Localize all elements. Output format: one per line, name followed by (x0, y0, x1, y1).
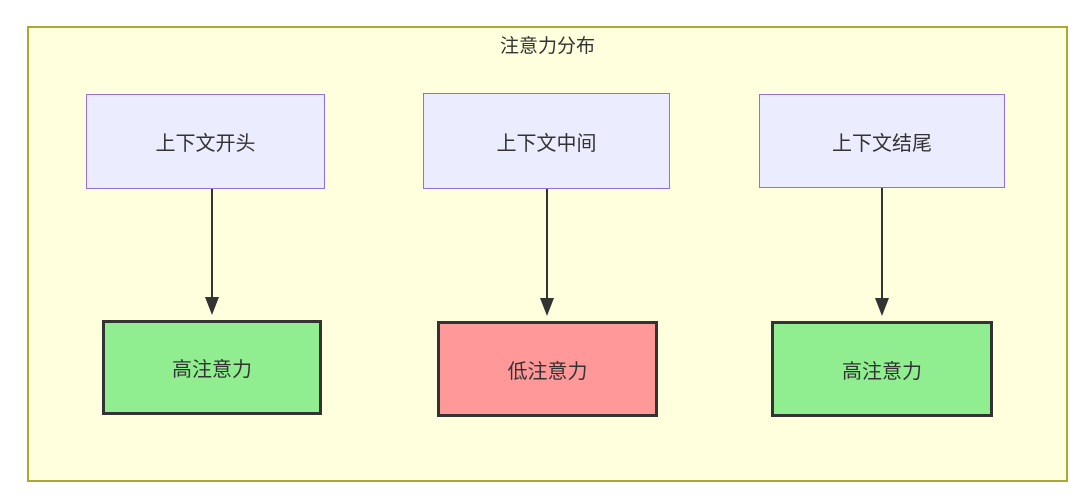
node-high-attention-left-label: 高注意力 (172, 359, 252, 381)
node-context-start: 上下文开头 (86, 94, 325, 189)
node-context-middle-label: 上下文中间 (496, 132, 597, 155)
node-low-attention-middle-label: 低注意力 (507, 360, 588, 383)
node-context-start-label: 上下文开头 (155, 133, 256, 155)
node-high-attention-right-label: 高注意力 (842, 360, 922, 383)
node-low-attention-middle: 低注意力 (437, 321, 658, 417)
diagram-title: 注意力分布 (499, 36, 595, 57)
node-context-middle: 上下文中间 (423, 93, 670, 189)
node-high-attention-right: 高注意力 (771, 321, 993, 417)
node-high-attention-left: 高注意力 (102, 320, 322, 415)
node-context-end-label: 上下文结尾 (832, 132, 932, 155)
node-context-end: 上下文结尾 (759, 94, 1005, 188)
